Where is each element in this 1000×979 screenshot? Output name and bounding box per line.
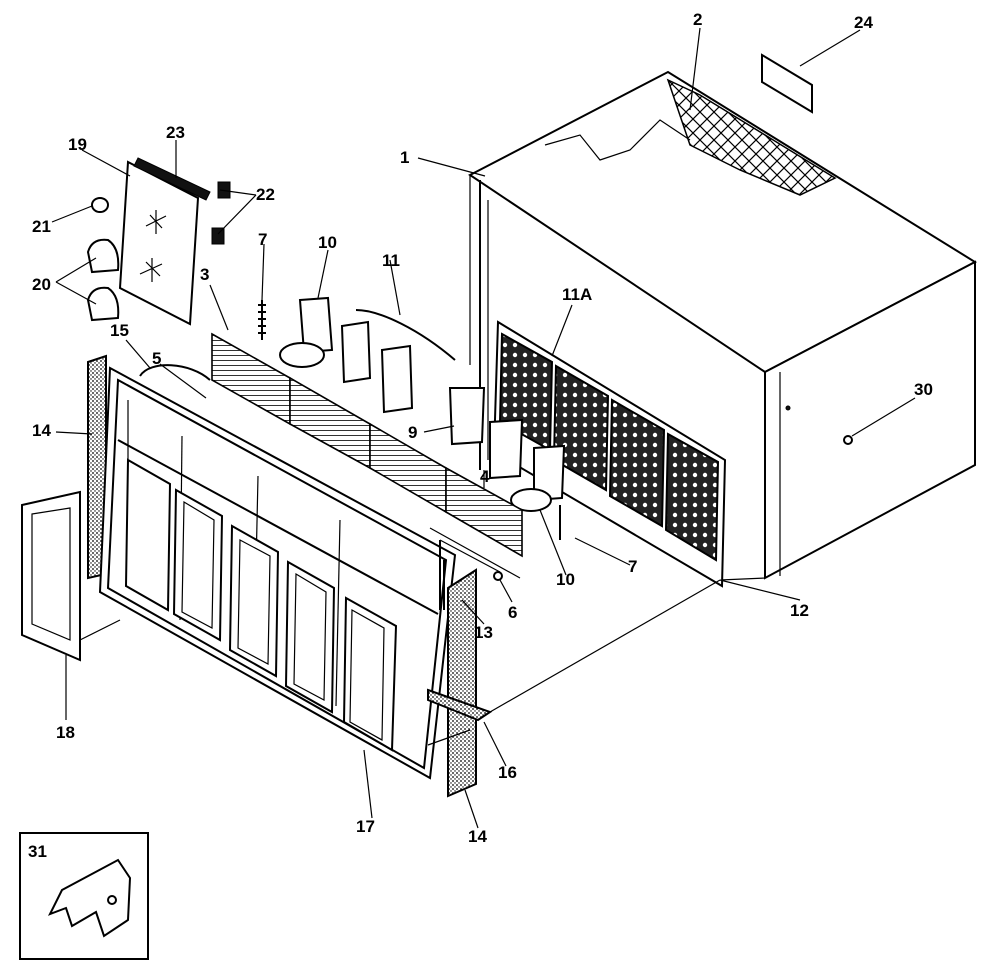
- bolt-6: [493, 571, 503, 581]
- callout-19: 19: [68, 135, 87, 154]
- cabinet-wrapper: [468, 70, 978, 581]
- knob-21: [91, 197, 109, 213]
- control-panel: [118, 157, 211, 326]
- knobs-20: [86, 238, 120, 322]
- callout-14-right: 14: [468, 827, 487, 846]
- callout-10-upper: 10: [318, 233, 337, 252]
- callout-20: 20: [32, 275, 51, 294]
- callout-16: 16: [498, 763, 517, 782]
- side-panel-18: [21, 490, 81, 662]
- tubing-15: [139, 364, 211, 381]
- callout-22: 22: [256, 185, 275, 204]
- callout-1: 1: [400, 148, 409, 167]
- side-channel-right: [447, 568, 477, 798]
- callout-2: 2: [693, 10, 702, 29]
- evaporator-coil: [211, 332, 523, 558]
- bracket-16: [427, 688, 493, 722]
- callout-9: 9: [408, 423, 417, 442]
- callout-31: 31: [28, 842, 47, 861]
- callout-4: 4: [480, 467, 490, 486]
- callout-7-upper: 7: [258, 230, 267, 249]
- callout-6: 6: [508, 603, 517, 622]
- fan-blades-upper: [279, 296, 414, 414]
- top-insulation: [544, 78, 837, 196]
- spring-7: [258, 300, 266, 340]
- callout-12: 12: [790, 601, 809, 620]
- front-panel: [98, 366, 457, 780]
- assembly-lines: [79, 579, 721, 746]
- screw-30: [785, 405, 853, 445]
- callout-15: 15: [110, 321, 129, 340]
- callout-14-left: 14: [32, 421, 51, 440]
- callout-23: 23: [166, 123, 185, 142]
- tube-11: [355, 309, 456, 361]
- fan-blades-lower: [448, 387, 566, 540]
- callout-30: 30: [914, 380, 933, 399]
- leader-lines: [51, 27, 916, 829]
- callout-21: 21: [32, 217, 51, 236]
- callout-5: 5: [152, 349, 161, 368]
- label-plate: [761, 53, 813, 114]
- callout-24: 24: [854, 13, 873, 32]
- base-rail: [429, 527, 521, 579]
- rear-grille: [492, 320, 727, 588]
- callout-18: 18: [56, 723, 75, 742]
- callout-7-lower: 7: [628, 557, 637, 576]
- callout-10-lower: 10: [556, 570, 575, 589]
- callout-3: 3: [200, 265, 209, 284]
- callout-11a: 11A: [562, 285, 592, 304]
- callout-11: 11: [382, 251, 400, 270]
- callout-17: 17: [356, 817, 375, 836]
- inset-box: [19, 832, 149, 960]
- callout-13: 13: [474, 623, 493, 642]
